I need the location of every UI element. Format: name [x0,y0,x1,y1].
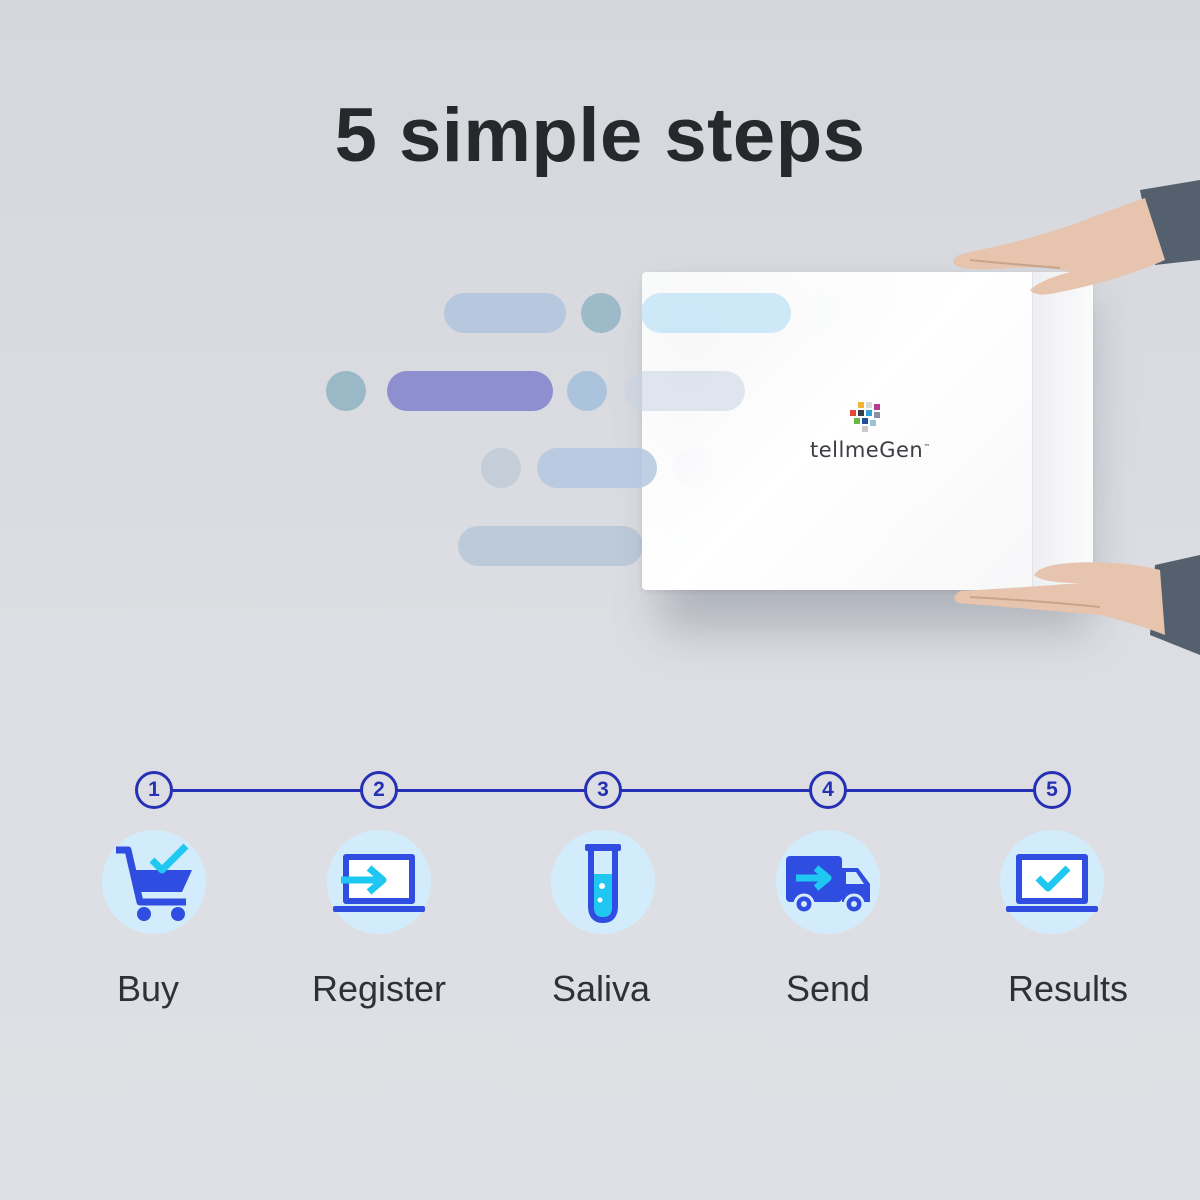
shopping-cart-check-icon [116,843,192,921]
step-icon-register [327,830,431,934]
step-icon-saliva [551,830,655,934]
laptop-arrow-icon [333,854,425,912]
test-tube-icon [585,844,621,924]
kit-box-edge [1032,272,1093,590]
tellmegen-logo-icon [850,402,880,432]
laptop-check-icon [1006,854,1098,912]
bottom-hand-icon [954,555,1200,655]
step-label-results: Results [1007,968,1129,1009]
delivery-truck-icon [786,856,870,915]
step-number-5: 5 [1033,771,1071,809]
step-icon-results [1000,830,1104,934]
top-hand-icon [953,180,1200,295]
step-number-2: 2 [360,771,398,809]
brand-logo-text: tellmeGen™ [810,438,931,462]
step-number-1: 1 [135,771,173,809]
step-label-buy: Buy [116,968,180,1009]
motion-pill-overlay [641,293,791,333]
step-label-saliva: Saliva [551,968,651,1009]
step-label-send: Send [785,968,871,1009]
page-title: 5 simple steps [334,93,866,178]
step-icon-send [776,830,880,934]
motion-pill-overlay [624,371,745,411]
step-icon-buy [102,830,206,934]
step-label-register: Register [311,968,447,1009]
step-number-3: 3 [584,771,622,809]
step-number-4: 4 [809,771,847,809]
motion-pill-overlay [537,448,657,488]
